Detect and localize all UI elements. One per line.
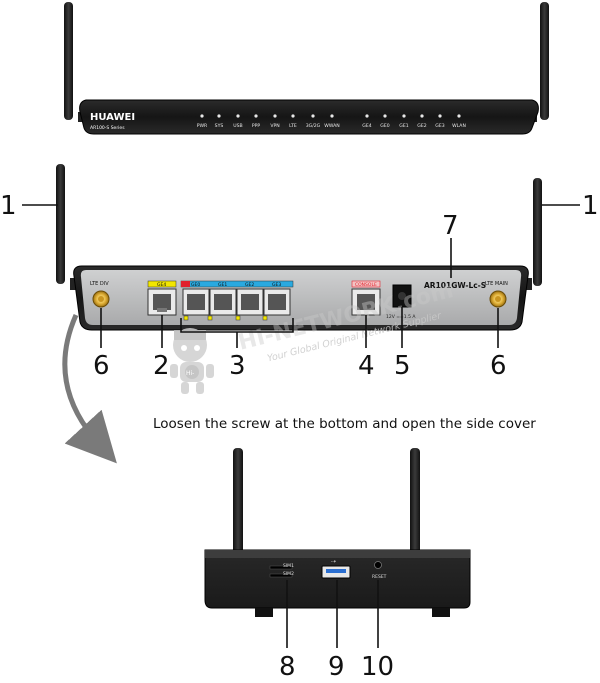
lte-div-label: LTE DIV (90, 281, 109, 287)
port-socket (187, 294, 205, 310)
callout-1-left: 1 (0, 191, 17, 221)
antenna-icon (533, 178, 542, 286)
series-label: AR100-S Series (90, 125, 125, 131)
led-3g2g-indicator (311, 114, 315, 118)
callout-6-right: 6 (490, 351, 507, 381)
port-socket (241, 294, 259, 310)
usb-icon: ⇢ (331, 558, 336, 565)
led-ge2-indicator (420, 114, 424, 118)
led-sys-indicator (217, 114, 221, 118)
led-pwr-indicator (200, 114, 204, 118)
led-ge1-indicator (402, 114, 406, 118)
led-label: USB (233, 123, 242, 129)
led-label: GE0 (380, 123, 389, 129)
lte-main-label: LTE MAIN (485, 281, 508, 287)
led-usb-indicator (236, 114, 240, 118)
led-label: WLAN (452, 123, 466, 129)
led-label: VPN (270, 123, 279, 129)
led-wlan-indicator (457, 114, 461, 118)
led-label: GE2 (417, 123, 426, 129)
led-label: LTE (289, 123, 297, 129)
sim2-label: SIM2 (283, 571, 294, 577)
reset-label: RESET (372, 574, 387, 580)
led-ge3-indicator (438, 114, 442, 118)
led-lte-indicator (291, 114, 295, 118)
port-socket (268, 294, 286, 310)
led-ge4-indicator (365, 114, 369, 118)
led-label: 3G/2G (306, 123, 321, 129)
callout-7: 7 (442, 211, 459, 241)
callout-1-right: 1 (582, 191, 599, 221)
led-label: SYS (215, 123, 224, 129)
antenna-icon (233, 448, 243, 566)
antenna-icon (410, 448, 420, 566)
side-callout-lines (286, 580, 379, 648)
rear-view: LTE DIV LTE MAIN GE4 GE0 GE1 GE2 GE3 CONSOL… (56, 164, 542, 331)
lan-port-label: GE0 (191, 282, 200, 288)
brand-logo: HUAWEI (90, 112, 135, 123)
instruction-caption: Loosen the screw at the bottom and open … (153, 416, 536, 432)
sim2-slot[interactable] (269, 573, 293, 578)
port-socket (214, 294, 232, 310)
mascot-icon (170, 328, 214, 394)
led-label: GE4 (362, 123, 371, 129)
side-chassis (204, 549, 471, 609)
sim1-slot[interactable] (269, 565, 293, 570)
ge4-label: GE4 (157, 282, 166, 288)
lan-port-label: GE1 (218, 282, 227, 288)
led-label: WWAN (324, 123, 339, 129)
antenna-icon (64, 2, 73, 120)
led-wwan-indicator (330, 114, 334, 118)
led-vpn-indicator (273, 114, 277, 118)
mascot-label: Hi- (186, 370, 194, 377)
led-ge0-indicator (383, 114, 387, 118)
callout-5: 5 (394, 351, 411, 381)
reset-button[interactable] (374, 561, 382, 569)
led-label: PWR (197, 123, 208, 129)
callout-2: 2 (153, 351, 170, 381)
lan-port-label: GE3 (272, 282, 281, 288)
model-label: AR101GW-Lc-S (424, 281, 486, 290)
antenna-icon (540, 2, 549, 120)
callout-lines (22, 204, 580, 348)
console-label: CONSOLE (355, 282, 377, 288)
front-view: HUAWEI AR100-S Series PWR SYS USB PPP VPN LTE… (64, 2, 549, 135)
front-chassis (79, 99, 539, 135)
led-label: GE1 (399, 123, 408, 129)
callout-3: 3 (229, 351, 246, 381)
side-view: SIM1 SIM2 ⇢ RESET (204, 448, 471, 617)
callout-6-left: 6 (93, 351, 110, 381)
lan-port-label: GE2 (245, 282, 254, 288)
callout-10: 10 (361, 652, 394, 682)
antenna-icon (56, 164, 65, 284)
lan-port-group: GE0 GE1 GE2 GE3 (182, 282, 291, 316)
callout-4: 4 (358, 351, 375, 381)
led-ppp-indicator (254, 114, 258, 118)
led-label: GE3 (435, 123, 444, 129)
lan-port-markers (183, 315, 268, 321)
callout-8: 8 (279, 652, 296, 682)
led-label: PPP (252, 123, 261, 129)
sim1-label: SIM1 (283, 563, 294, 569)
callout-9: 9 (328, 652, 345, 682)
power-rating: 12V ==1.5 A (386, 314, 416, 320)
open-cover-arrow (62, 313, 117, 464)
